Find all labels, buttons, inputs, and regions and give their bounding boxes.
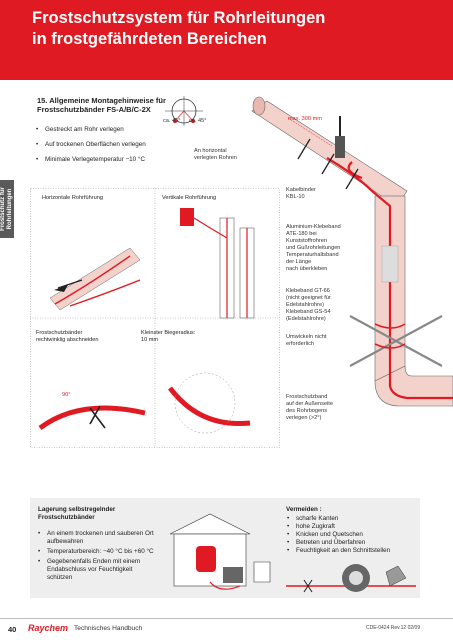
list-item: scharfe Kanten (287, 515, 427, 523)
label-line: Umwickeln nicht (286, 334, 327, 340)
panel-horizontal-label: Horizontale Rohrführung (42, 195, 103, 201)
title-line: Frostschutzbänder (38, 514, 95, 521)
wrap-note-label: Umwickeln nicht erforderlich (286, 334, 346, 348)
list-item: Gestreckt am Rohr verlegen (36, 126, 176, 134)
cross-section-caption-1: An horizontal (194, 148, 227, 154)
label-line: Temperaturhaltsband (286, 252, 339, 258)
list-item: Betreten und Überfahren (287, 539, 427, 547)
pipe-installation-diagram (251, 96, 453, 407)
label-line: Kabelbinder (286, 187, 316, 193)
label-line: (nicht geeignet für (286, 295, 331, 301)
storage-illustration (169, 513, 271, 590)
label-line: erforderlich (286, 341, 314, 347)
requirement-list: Gestreckt am Rohr verlegen Auf trockenen… (36, 126, 176, 171)
footer-divider (0, 618, 453, 619)
page-title: Frostschutzsystem für Rohrleitungen in f… (32, 9, 326, 48)
panel-bend-label: Kleinster Biegeradius: 10 mm (141, 330, 195, 344)
label-line: auf der Außenseite (286, 401, 333, 407)
storage-list: An einem trockenen und sauberen Ort aufb… (38, 530, 156, 584)
cross-section-caption-2: verlegten Rohren (194, 155, 237, 161)
side-tab-line1: Frostschutz für (0, 187, 6, 231)
avoid-title: Vermeiden : (286, 506, 322, 513)
title-line: Lagerung selbstregelnder (38, 506, 116, 513)
list-item: hohe Zugkraft (287, 523, 427, 531)
panels-frame (30, 188, 280, 448)
angle-left-label: ca. 45° (163, 118, 181, 124)
panel-cut-label: Frostschutzbänder rechtwinklig abschneid… (36, 330, 99, 344)
label-line: des Rohrbogens (286, 408, 328, 414)
storage-title: Lagerung selbstregelnder Frostschutzbänd… (38, 506, 158, 522)
list-item: Temperaturbereich: −40 °C bis +60 °C (38, 548, 156, 556)
label-line: Kleinster Biegeradius: (141, 330, 196, 336)
label-line: 10 mm (141, 337, 159, 343)
angle-right-label: ca. 45° (189, 118, 207, 124)
header-bar (0, 0, 453, 80)
document-reference: CDE-0424 Rev.12 02/09 (366, 625, 421, 631)
avoid-illustration (286, 564, 416, 593)
label-line: (Edelstahlrohre) (286, 316, 326, 322)
label-line: Kunststoffrohren (286, 238, 327, 244)
brand-logo: Raychem (28, 623, 69, 633)
section-title: 15. Allgemeine Montagehinweise für Frost… (37, 96, 166, 114)
label-line: Frostschutzbänder (36, 330, 83, 336)
page-number: 40 (8, 625, 17, 634)
label-line: Klebeband GT-66 (286, 288, 330, 294)
side-tab-line2: Rohrleitungen (7, 188, 13, 230)
manual-title: Technisches Handbuch (74, 625, 143, 632)
label-line: verlegen (>2°) (286, 415, 322, 421)
label-line: der Länge (286, 259, 312, 265)
list-item: Minimale Verlegetemperatur −10 °C (36, 156, 176, 164)
list-item: Knicken und Quetschen (287, 531, 427, 539)
adhesive-tape-label: Klebeband GT-66 (nicht geeignet für Edel… (286, 288, 356, 323)
list-item: Gegebenenfalls Enden mit einem Endabschl… (38, 558, 156, 582)
label-line: Aluminium-Klebeband (286, 224, 341, 230)
aluminium-tape-label: Aluminium-Klebeband ATE-180 bei Kunststo… (286, 224, 356, 273)
list-item: Feuchtigkeit an den Schnittstellen (287, 547, 427, 555)
label-line: und Gußrohrleitungen (286, 245, 341, 251)
list-item: Auf trockenen Oberflächen verlegen (36, 141, 176, 149)
panel-vertical-label: Vertikale Rohrführung (162, 195, 217, 201)
max-distance-label: max. 300 mm (288, 116, 322, 122)
list-item: An einem trockenen und sauberen Ort aufb… (38, 530, 156, 546)
pipe-cross-section-figure (165, 96, 203, 126)
outside-bend-label: Frostschutzband auf der Außenseite des R… (286, 394, 356, 422)
label-line: nach überkleben (286, 266, 328, 272)
label-line: KBL-10 (286, 194, 305, 200)
label-line: rechtwinklig abschneiden (36, 337, 99, 343)
angle-90-label: 90° (62, 392, 71, 398)
label-line: Edelstahlrohre) (286, 302, 324, 308)
label-line: Frostschutzband (286, 394, 328, 400)
label-line: Klebeband GS-54 (286, 309, 331, 315)
cable-tie-label: Kabelbinder KBL-10 (286, 187, 346, 201)
avoid-list: scharfe Kanten hohe Zugkraft Knicken und… (287, 515, 427, 555)
label-line: ATE-180 bei (286, 231, 317, 237)
